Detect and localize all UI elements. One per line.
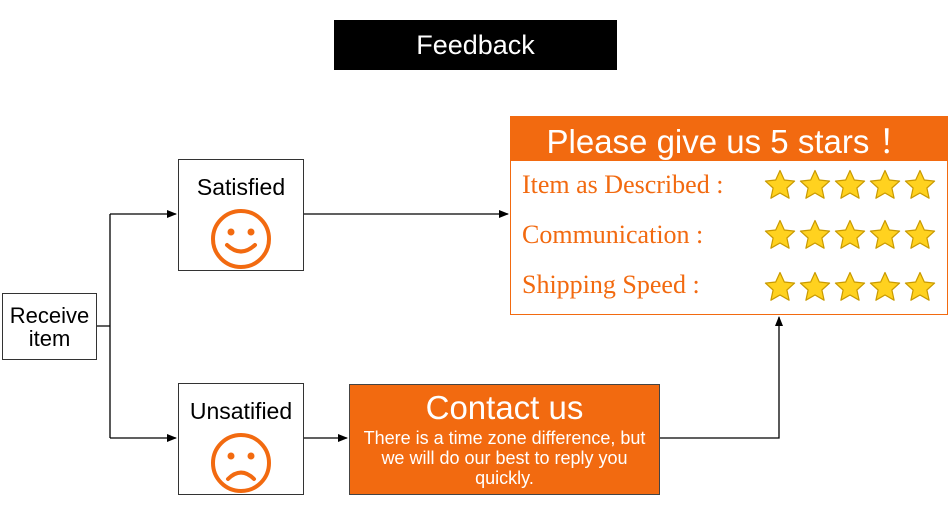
- receive-item-node: Receive item: [2, 293, 97, 360]
- star-icon: [799, 219, 831, 249]
- rating-panel: Please give us 5 stars ！ Item as Describ…: [510, 116, 948, 315]
- star-icon: [904, 169, 936, 199]
- arrow-contact-to-rating: [660, 316, 783, 439]
- rating-label-item-described: Item as Described :: [522, 170, 724, 199]
- rating-panel-header: Please give us 5 stars ！: [511, 117, 947, 161]
- star-icon: [869, 271, 901, 301]
- star-rating-communication: [764, 219, 939, 253]
- star-icon: [834, 169, 866, 199]
- rating-label-shipping-speed: Shipping Speed :: [522, 270, 700, 299]
- star-icon: [869, 169, 901, 199]
- star-icon: [834, 219, 866, 249]
- smiley-face-icon: [211, 209, 271, 269]
- unsatisfied-node: Unsatified: [178, 383, 304, 495]
- page-title: Feedback: [334, 20, 617, 70]
- rating-label-communication: Communication :: [522, 220, 704, 249]
- star-icon: [834, 271, 866, 301]
- star-icon: [764, 271, 796, 301]
- star-icon: [799, 169, 831, 199]
- star-icon: [904, 271, 936, 301]
- contact-us-box: Contact us There is a time zone differen…: [349, 384, 660, 495]
- star-rating-shipping-speed: [764, 271, 939, 305]
- receive-item-label: Receive item: [9, 302, 90, 351]
- unsatisfied-label: Unsatified: [189, 398, 293, 424]
- contact-message: There is a time zone difference, but we …: [363, 428, 646, 488]
- star-icon: [764, 219, 796, 249]
- contact-title: Contact us: [425, 389, 584, 426]
- connector-receive-trunk: [97, 214, 111, 438]
- star-icon: [764, 169, 796, 199]
- sad-face-icon: [211, 433, 271, 493]
- satisfied-node: Satisfied: [178, 159, 304, 271]
- star-icon: [869, 219, 901, 249]
- star-icon: [799, 271, 831, 301]
- star-icon: [904, 219, 936, 249]
- satisfied-label: Satisfied: [196, 174, 286, 200]
- star-rating-item-described: [764, 169, 939, 203]
